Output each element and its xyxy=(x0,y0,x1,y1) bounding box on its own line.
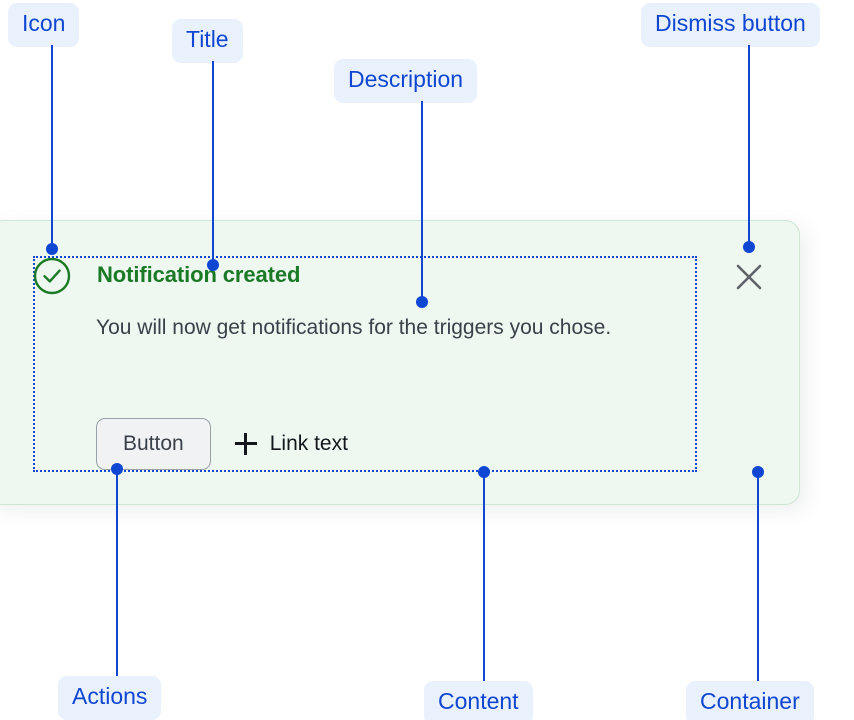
annotation-label-actions: Actions xyxy=(58,676,162,720)
leader-line-actions xyxy=(116,470,118,676)
action-link[interactable]: Link text xyxy=(234,432,348,456)
leader-dot-title xyxy=(207,259,219,271)
leader-dot-container xyxy=(752,466,764,478)
action-button[interactable]: Button xyxy=(96,418,211,470)
leader-line-title xyxy=(212,61,214,266)
leader-dot-description xyxy=(416,296,428,308)
leader-dot-dismiss xyxy=(743,241,755,253)
close-x-icon xyxy=(736,264,762,290)
leader-dot-content xyxy=(478,466,490,478)
leader-line-content xyxy=(483,474,485,681)
leader-dot-actions xyxy=(111,463,123,475)
notification-actions: Button Link text xyxy=(96,418,348,470)
notification-content-region xyxy=(33,256,697,472)
leader-dot-icon xyxy=(46,243,58,255)
annotation-label-title: Title xyxy=(172,19,243,63)
action-link-label: Link text xyxy=(269,432,348,455)
notification-description: You will now get notifications for the t… xyxy=(96,316,612,339)
dismiss-button[interactable] xyxy=(732,260,766,294)
annotation-label-icon: Icon xyxy=(8,3,80,47)
leader-line-icon xyxy=(51,45,53,250)
annotation-label-description: Description xyxy=(334,59,478,103)
annotation-label-content: Content xyxy=(424,681,533,720)
annotation-label-container: Container xyxy=(686,681,814,720)
annotation-label-dismiss: Dismiss button xyxy=(641,3,820,47)
plus-icon xyxy=(234,433,257,455)
notification-title: Notification created xyxy=(97,262,301,287)
leader-line-container xyxy=(757,474,759,681)
success-check-circle-icon xyxy=(33,257,71,295)
leader-line-description xyxy=(421,101,423,300)
leader-line-dismiss xyxy=(748,45,750,248)
